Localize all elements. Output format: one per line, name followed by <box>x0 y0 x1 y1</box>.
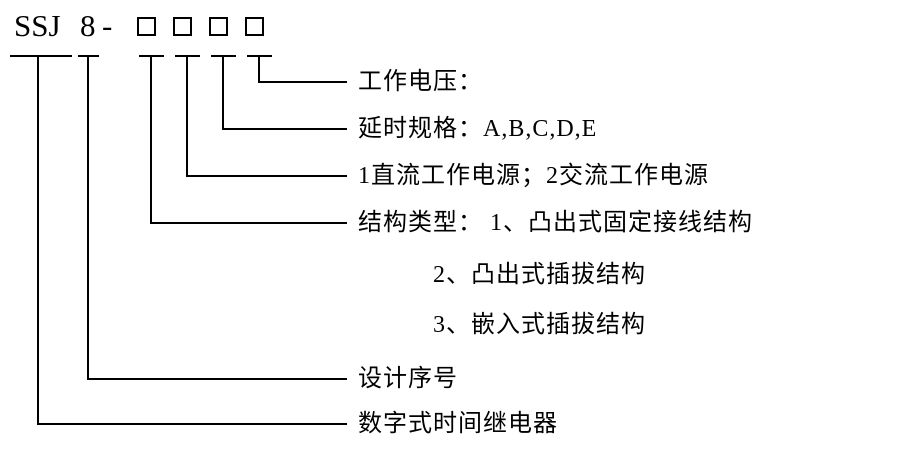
label-delay-spec: 延时规格：A,B,C,D,E <box>358 116 598 142</box>
connector-working-voltage <box>258 55 260 83</box>
connector-design-serial <box>87 55 89 380</box>
code-box-power-supply <box>173 17 192 36</box>
leader-working-voltage <box>258 81 347 83</box>
leader-product-name <box>37 423 347 425</box>
connector-delay-spec <box>222 55 224 130</box>
leader-structure-type <box>150 222 347 224</box>
code-box-delay-spec <box>209 17 228 36</box>
label-power-supply: 1直流工作电源；2交流工作电源 <box>358 163 709 189</box>
label-structure-type-3: 3、嵌入式插拔结构 <box>433 312 646 338</box>
label-structure-type-2: 2、凸出式插拔结构 <box>433 262 646 288</box>
label-product-name: 数字式时间继电器 <box>358 411 558 437</box>
label-structure-type-1: 结构类型： 1、凸出式固定接线结构 <box>358 210 753 236</box>
code-box-working-voltage <box>245 17 264 36</box>
leader-power-supply <box>186 175 347 177</box>
leader-delay-spec <box>222 128 347 130</box>
connector-product-name <box>37 55 39 425</box>
model-code-separator: - <box>102 8 113 43</box>
connector-structure-type <box>150 55 152 224</box>
model-code-prefix: SSJ <box>14 8 61 43</box>
model-code-series: 8 <box>80 8 96 43</box>
label-working-voltage: 工作电压： <box>358 69 483 95</box>
leader-design-serial <box>87 378 347 380</box>
code-box-structure-type <box>137 17 156 36</box>
label-design-serial: 设计序号 <box>358 366 458 392</box>
underline-prefix <box>10 55 72 57</box>
connector-power-supply <box>186 55 188 177</box>
